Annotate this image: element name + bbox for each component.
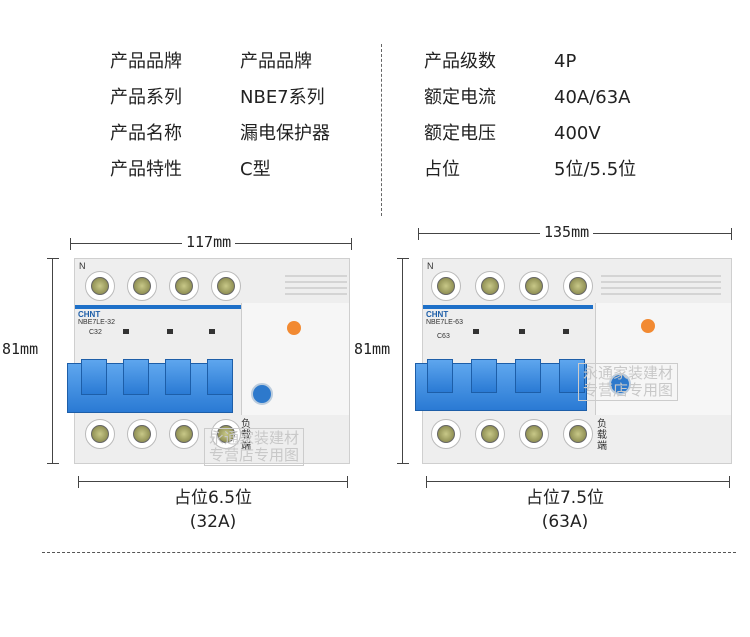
- screw-terminal-icon: [85, 419, 115, 449]
- spec-key: 产品品牌: [110, 51, 182, 72]
- reset-button[interactable]: [609, 373, 631, 395]
- toggle-handle[interactable]: [81, 359, 107, 395]
- load-side-label: 负载端: [241, 419, 251, 452]
- rating-label: C32: [89, 329, 102, 336]
- toggle-handle[interactable]: [207, 359, 233, 395]
- watermark-line: 永通家装建材: [209, 429, 300, 447]
- indicator-led: [473, 329, 479, 334]
- indicator-led: [563, 329, 569, 334]
- spec-key: 额定电流: [424, 87, 496, 108]
- top-blue-strip: [423, 305, 593, 309]
- screw-terminal-icon: [211, 271, 241, 301]
- terminal-letter: N: [427, 261, 434, 271]
- spec-value: 4P: [554, 51, 577, 72]
- bottom-terminals: [85, 419, 241, 449]
- indicator-led: [209, 329, 215, 334]
- current-label: (32A): [189, 512, 237, 532]
- spec-key: 产品系列: [110, 87, 182, 108]
- spec-value: 40A/63A: [554, 87, 631, 108]
- screw-terminal-icon: [519, 419, 549, 449]
- watermark-line: 专营店专用图: [209, 446, 300, 464]
- screw-terminal-icon: [85, 271, 115, 301]
- screw-terminal-icon: [563, 271, 593, 301]
- screw-terminal-icon: [127, 271, 157, 301]
- spec-key: 产品名称: [110, 123, 182, 144]
- terminal-letter: N: [79, 261, 86, 271]
- spec-value: 漏电保护器: [240, 123, 330, 144]
- spec-value: NBE7系列: [240, 87, 325, 108]
- top-terminals: [85, 271, 241, 301]
- height-dimension-line: [397, 258, 409, 464]
- toggle-handle[interactable]: [165, 359, 191, 395]
- height-dimension-label: 81mm: [354, 340, 391, 358]
- spec-value: 5位/5.5位: [554, 159, 637, 180]
- leakage-module: [595, 303, 731, 415]
- position-dimension-line: [78, 476, 348, 488]
- top-blue-strip: [75, 305, 241, 309]
- watermark-line: 永通家装建材: [583, 364, 674, 382]
- reset-button[interactable]: [251, 383, 273, 405]
- height-dimension-line: [47, 258, 59, 464]
- spec-key: 产品特性: [110, 159, 182, 180]
- spec-divider: [381, 44, 382, 216]
- vent-ribs: [285, 275, 347, 299]
- toggle-handle[interactable]: [559, 359, 585, 393]
- position-label: 占位6.5位: [173, 488, 253, 508]
- spec-key: 产品级数: [424, 51, 496, 72]
- brand-logo: CHNT: [426, 310, 449, 319]
- screw-terminal-icon: [211, 419, 241, 449]
- load-side-label: 负载端: [597, 419, 607, 452]
- position-label: 占位7.5位: [525, 488, 605, 508]
- bottom-terminals: [431, 419, 593, 449]
- spec-value: C型: [240, 159, 271, 180]
- position-dimension-line: [426, 476, 730, 488]
- breaker-63a: N CHNT NBE7LE-63 C63 负载端: [415, 258, 732, 464]
- test-button[interactable]: [641, 319, 655, 333]
- indicator-led: [167, 329, 173, 334]
- screw-terminal-icon: [563, 419, 593, 449]
- height-dimension-label: 81mm: [2, 340, 39, 358]
- spec-value: 400V: [554, 123, 601, 144]
- position-caption-32a: 占位6.5位 (32A): [150, 486, 276, 534]
- spec-key: 额定电压: [424, 123, 496, 144]
- watermark-line: 专营店专用图: [583, 381, 674, 399]
- toggle-handle[interactable]: [471, 359, 497, 393]
- top-terminals: [431, 271, 593, 301]
- screw-terminal-icon: [519, 271, 549, 301]
- screw-terminal-icon: [431, 419, 461, 449]
- rating-label: C63: [437, 333, 450, 340]
- model-label: NBE7LE-63: [426, 319, 463, 326]
- screw-terminal-icon: [169, 271, 199, 301]
- screw-terminal-icon: [127, 419, 157, 449]
- screw-terminal-icon: [475, 271, 505, 301]
- screw-terminal-icon: [475, 419, 505, 449]
- toggle-handle[interactable]: [427, 359, 453, 393]
- screw-terminal-icon: [431, 271, 461, 301]
- spec-value: 产品品牌: [240, 51, 312, 72]
- toggle-handle[interactable]: [515, 359, 541, 393]
- watermark: 永通家装建材 专营店专用图: [578, 363, 679, 401]
- indicator-led: [519, 329, 525, 334]
- width-dimension-label: 117mm: [182, 233, 236, 251]
- current-label: (63A): [541, 512, 589, 532]
- spec-key: 占位: [424, 159, 460, 180]
- width-dimension-label: 135mm: [540, 223, 594, 241]
- position-caption-63a: 占位7.5位 (63A): [500, 486, 630, 534]
- vent-ribs: [601, 275, 721, 299]
- indicator-led: [123, 329, 129, 334]
- toggle-handle[interactable]: [123, 359, 149, 395]
- watermark: 永通家装建材 专营店专用图: [204, 428, 305, 466]
- bottom-divider: [42, 552, 736, 553]
- brand-logo: CHNT: [78, 310, 101, 319]
- screw-terminal-icon: [169, 419, 199, 449]
- test-button[interactable]: [287, 321, 301, 335]
- model-label: NBE7LE-32: [78, 319, 115, 326]
